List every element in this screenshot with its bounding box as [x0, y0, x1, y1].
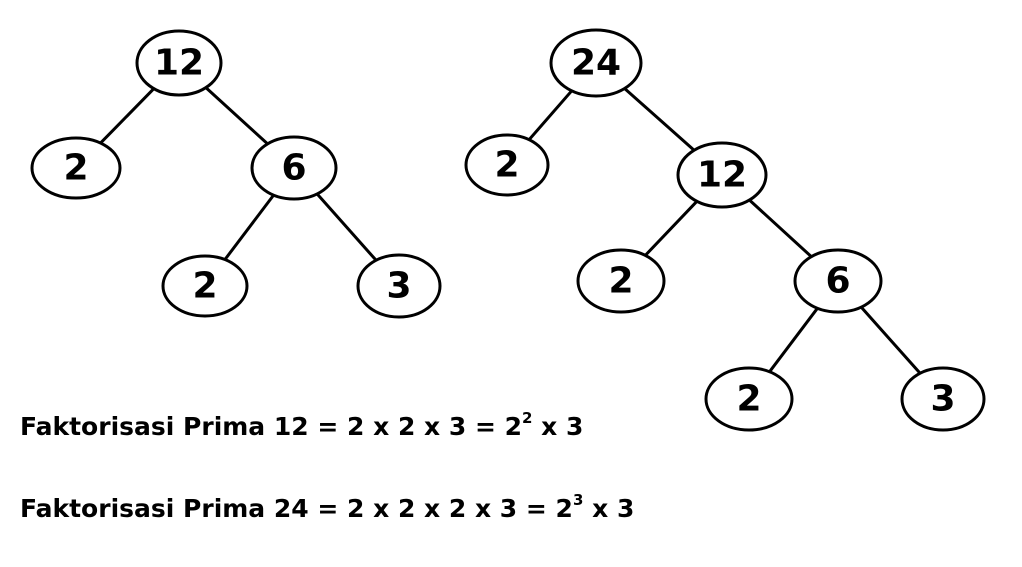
tree-node-label: 12 [154, 43, 204, 84]
tree-node-ellipse [576, 248, 666, 314]
tree-node: 12 [676, 141, 768, 209]
tree-edge [99, 87, 155, 145]
tree-node-label: 24 [571, 43, 621, 84]
tree-node-ellipse [464, 133, 550, 197]
tree-node: 2 [576, 248, 666, 314]
tree-node: 2 [704, 366, 794, 432]
tree-node-label: 2 [736, 379, 761, 420]
formula-12-exponent: 2 [522, 409, 533, 427]
tree-node-ellipse [704, 366, 794, 432]
tree-node: 6 [250, 135, 338, 201]
tree-node-label: 2 [608, 261, 633, 302]
tree-edge [223, 194, 275, 261]
tree-node-label: 2 [192, 266, 217, 307]
tree-edge [768, 307, 819, 373]
tree-node: 2 [161, 254, 249, 318]
tree-edges [99, 86, 922, 375]
formula-24-tail: x 3 [583, 494, 635, 523]
tree-node: 3 [356, 253, 442, 319]
formula-24-text: Faktorisasi Prima 24 = 2 x 2 x 2 x 3 = 2 [20, 494, 573, 523]
tree-node-label: 3 [930, 379, 955, 420]
tree-node: 2 [464, 133, 550, 197]
tree-edge [860, 306, 922, 375]
tree-node-label: 6 [825, 261, 850, 302]
tree-node-ellipse [793, 248, 883, 314]
tree-node: 12 [135, 29, 223, 97]
tree-edge [623, 87, 696, 152]
tree-node-ellipse [30, 136, 122, 200]
tree-edge [644, 200, 698, 257]
tree-node: 2 [30, 136, 122, 200]
tree-node-ellipse [356, 253, 442, 319]
tree-node-label: 2 [63, 148, 88, 189]
tree-node-ellipse [900, 366, 986, 432]
tree-node-label: 6 [281, 148, 306, 189]
tree-node-label: 3 [386, 266, 411, 307]
formula-12-text: Faktorisasi Prima 12 = 2 x 2 x 3 = 2 [20, 412, 523, 441]
tree-node-label: 2 [494, 145, 519, 186]
tree-node: 24 [549, 28, 643, 98]
tree-edge [527, 89, 573, 141]
tree-node-label: 12 [697, 155, 747, 196]
tree-node: 6 [793, 248, 883, 314]
tree-node-ellipse [549, 28, 643, 98]
formula-prime-factorization-24: Faktorisasi Prima 24 = 2 x 2 x 2 x 3 = 2… [20, 493, 635, 523]
formula-24-exponent: 3 [572, 491, 584, 509]
tree-nodes: 12 2 6 2 3 24 2 12 2 6 2 3 [30, 28, 986, 432]
formula-12-tail: x 3 [532, 412, 584, 441]
tree-node: 3 [900, 366, 986, 432]
tree-node-ellipse [161, 254, 249, 318]
tree-edge [204, 86, 269, 146]
tree-edge [315, 192, 378, 262]
tree-node-ellipse [250, 135, 338, 201]
tree-node-ellipse [676, 141, 768, 209]
tree-edge [748, 198, 813, 258]
formula-prime-factorization-12: Faktorisasi Prima 12 = 2 x 2 x 3 = 22 x … [20, 411, 584, 441]
tree-node-ellipse [135, 29, 223, 97]
